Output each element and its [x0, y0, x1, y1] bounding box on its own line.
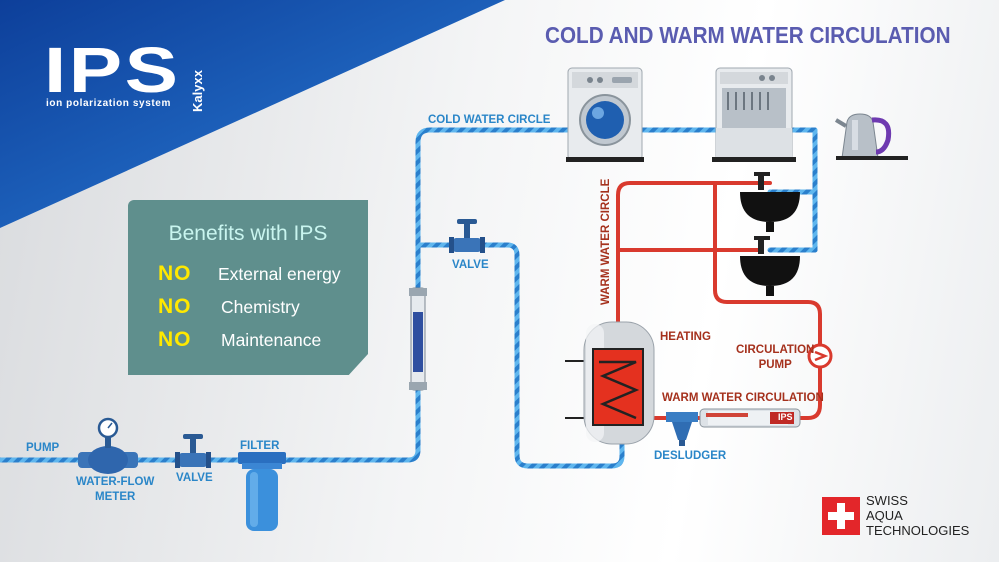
washing-machine — [566, 67, 644, 162]
label-cold-water-circle: COLD WATER CIRCLE — [428, 114, 551, 126]
label-heating: HEATING — [660, 331, 711, 343]
valve-bottom — [175, 434, 211, 468]
warm-supply-pipe — [616, 181, 772, 332]
ips-logo-subtitle: ion polarization system — [46, 98, 171, 109]
ips-device-horizontal — [699, 408, 801, 428]
electric-kettle — [834, 113, 908, 160]
label-warm-water-circle: WARM WATER CIRCLE — [600, 178, 612, 305]
benefit-no-3: NO — [158, 328, 192, 351]
page-title: COLD AND WARM WATER CIRCULATION — [545, 22, 951, 48]
cold-branch-to-boiler — [415, 242, 625, 469]
benefit-text-3: Maintenance — [221, 330, 322, 350]
label-water-flow-meter: WATER-FLOW METER — [76, 476, 155, 503]
company-line-3: TECHNOLOGIES — [866, 523, 970, 538]
circulation-pump — [807, 343, 833, 369]
ips-device-vertical — [409, 287, 427, 391]
sink-upper — [740, 172, 800, 232]
benefit-no-2: NO — [158, 295, 192, 318]
swiss-flag-icon — [822, 497, 860, 535]
benefits-panel: Benefits with IPS NO External energy NO … — [128, 200, 368, 375]
label-circulation-pump: CIRCULATION PUMP — [736, 344, 815, 371]
warm-return-pipe — [713, 181, 822, 420]
company-line-2: AQUA — [866, 508, 903, 523]
company-name: SWISS AQUA TECHNOLOGIES — [866, 493, 969, 538]
logo-background-triangle — [0, 0, 505, 228]
benefit-text-1: External energy — [218, 264, 341, 284]
dishwasher — [712, 67, 796, 162]
device-label-ips: IPS — [778, 412, 793, 422]
ips-logo: IPS — [44, 34, 181, 106]
water-filter — [238, 452, 286, 531]
sink-lower — [740, 236, 800, 296]
label-warm-water-circulation: WARM WATER CIRCULATION — [662, 392, 824, 404]
benefits-title: Benefits with IPS — [168, 222, 328, 245]
water-flow-meter — [78, 417, 138, 474]
label-desludger: DESLUDGER — [654, 450, 727, 462]
hot-water-boiler — [565, 321, 655, 445]
label-filter: FILTER — [240, 440, 280, 452]
desludger — [666, 412, 698, 446]
benefit-no-1: NO — [158, 262, 192, 285]
company-line-1: SWISS — [866, 493, 908, 508]
label-valve-bottom: VALVE — [176, 472, 213, 484]
warm-water-pipes — [616, 181, 822, 420]
benefit-text-2: Chemistry — [221, 297, 300, 317]
label-valve-top: VALVE — [452, 259, 489, 271]
valve-top — [449, 219, 485, 253]
label-pump: PUMP — [26, 442, 60, 454]
cold-main-pipe — [0, 127, 818, 463]
